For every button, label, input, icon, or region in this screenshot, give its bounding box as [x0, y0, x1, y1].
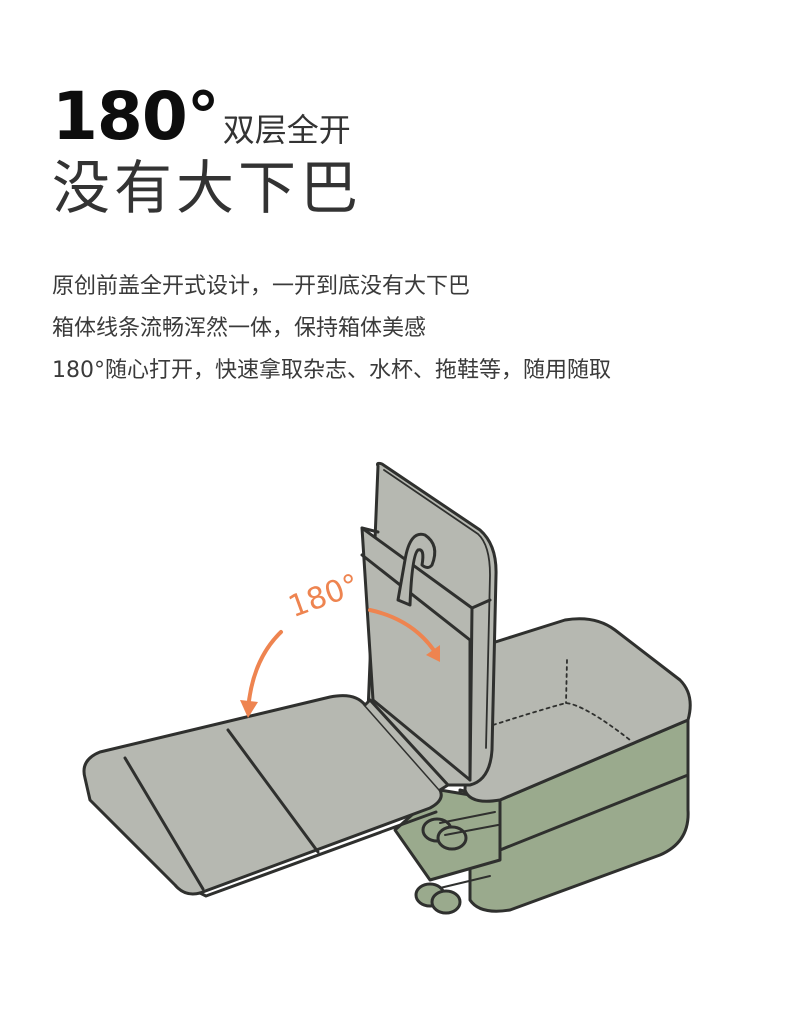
description-line-1: 原创前盖全开式设计，一开到底没有大下巴 — [52, 274, 471, 299]
suitcase-illustration — [82, 461, 692, 915]
wheels — [414, 817, 468, 915]
angle-number: 180° — [52, 78, 220, 155]
rotation-arrows — [246, 608, 439, 712]
suitcase-interior — [463, 617, 692, 803]
headline-row-1: 180° 双层全开 — [52, 78, 362, 155]
headline-title: 没有大下巴 — [52, 154, 363, 222]
cover-strap — [396, 532, 437, 607]
suitcase-body-lower — [468, 768, 690, 913]
description-line-3: 180°随心打开，快速拿取杂志、水杯、拖鞋等，随用随取 — [52, 358, 611, 383]
headline: 180° 双层全开 没有大下巴 — [52, 78, 362, 224]
headline-subtitle: 双层全开 — [222, 111, 351, 149]
description: 原创前盖全开式设计，一开到底没有大下巴 箱体线条流畅浑然一体，保持箱体美感 18… — [52, 266, 611, 392]
description-line-2: 箱体线条流畅浑然一体，保持箱体美感 — [52, 316, 427, 341]
